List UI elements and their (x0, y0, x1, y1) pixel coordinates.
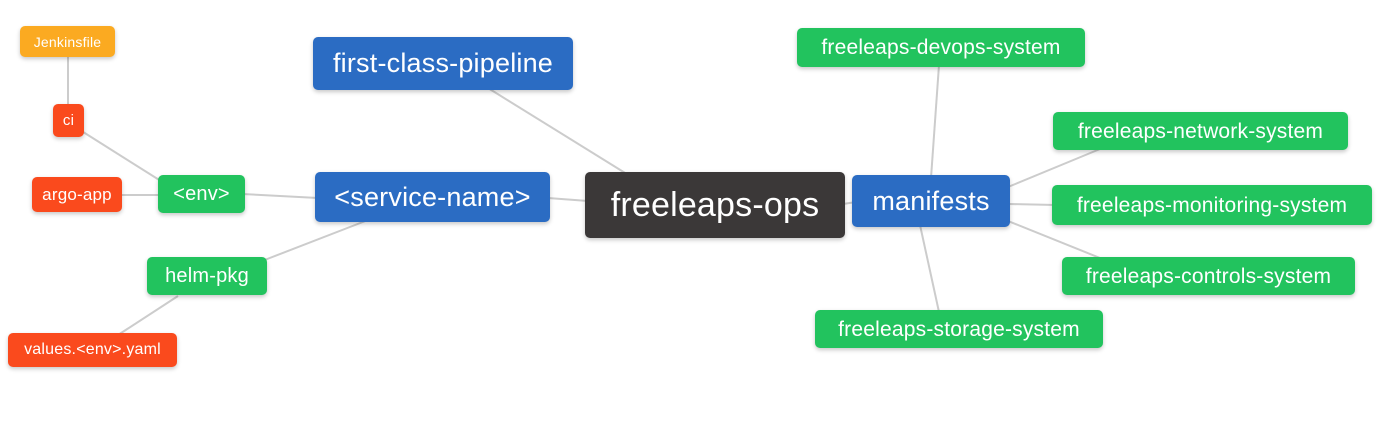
mindmap-node-jenkinsfile[interactable]: Jenkinsfile (20, 26, 115, 57)
mindmap-node-freeleaps-monitoring-system[interactable]: freeleaps-monitoring-system (1052, 185, 1372, 225)
edge-manifests-to-freeleaps-network-system (1007, 148, 1101, 188)
mindmap-node-helm-pkg[interactable]: helm-pkg (147, 257, 267, 295)
edge-first-class-pipeline-to-freeleaps-ops (487, 87, 631, 177)
edge-values-env-yaml-to-helm-pkg (117, 295, 179, 336)
mindmap-node-argo-app[interactable]: argo-app (32, 177, 122, 212)
mindmap-node-env[interactable]: <env> (158, 175, 245, 213)
mindmap-node-freeleaps-network-system[interactable]: freeleaps-network-system (1053, 112, 1348, 150)
mindmap-node-freeleaps-devops-system[interactable]: freeleaps-devops-system (797, 28, 1085, 67)
mindmap-node-first-class-pipeline[interactable]: first-class-pipeline (313, 37, 573, 90)
edge-service-name-to-freeleaps-ops (547, 197, 589, 202)
edge-env-to-service-name (241, 193, 319, 199)
mindmap-node-service-name[interactable]: <service-name> (315, 172, 550, 222)
edge-manifests-to-freeleaps-controls-system (1007, 220, 1101, 259)
edge-freeleaps-devops-system-to-manifests (930, 64, 940, 179)
edge-manifests-to-freeleaps-monitoring-system (1007, 203, 1057, 206)
mindmap-node-freeleaps-storage-system[interactable]: freeleaps-storage-system (815, 310, 1103, 348)
mindmap-node-freeleaps-controls-system[interactable]: freeleaps-controls-system (1062, 257, 1355, 295)
mindmap-node-manifests[interactable]: manifests (852, 175, 1010, 227)
mindmap-node-ci[interactable]: ci (53, 104, 84, 137)
edge-ci-to-env (79, 129, 173, 189)
mindmap-node-freeleaps-ops[interactable]: freeleaps-ops (585, 172, 845, 238)
edge-helm-pkg-to-service-name (261, 219, 369, 262)
mindmap-node-values-env-yaml[interactable]: values.<env>.yaml (8, 333, 177, 367)
edge-manifests-to-freeleaps-storage-system (919, 224, 940, 313)
